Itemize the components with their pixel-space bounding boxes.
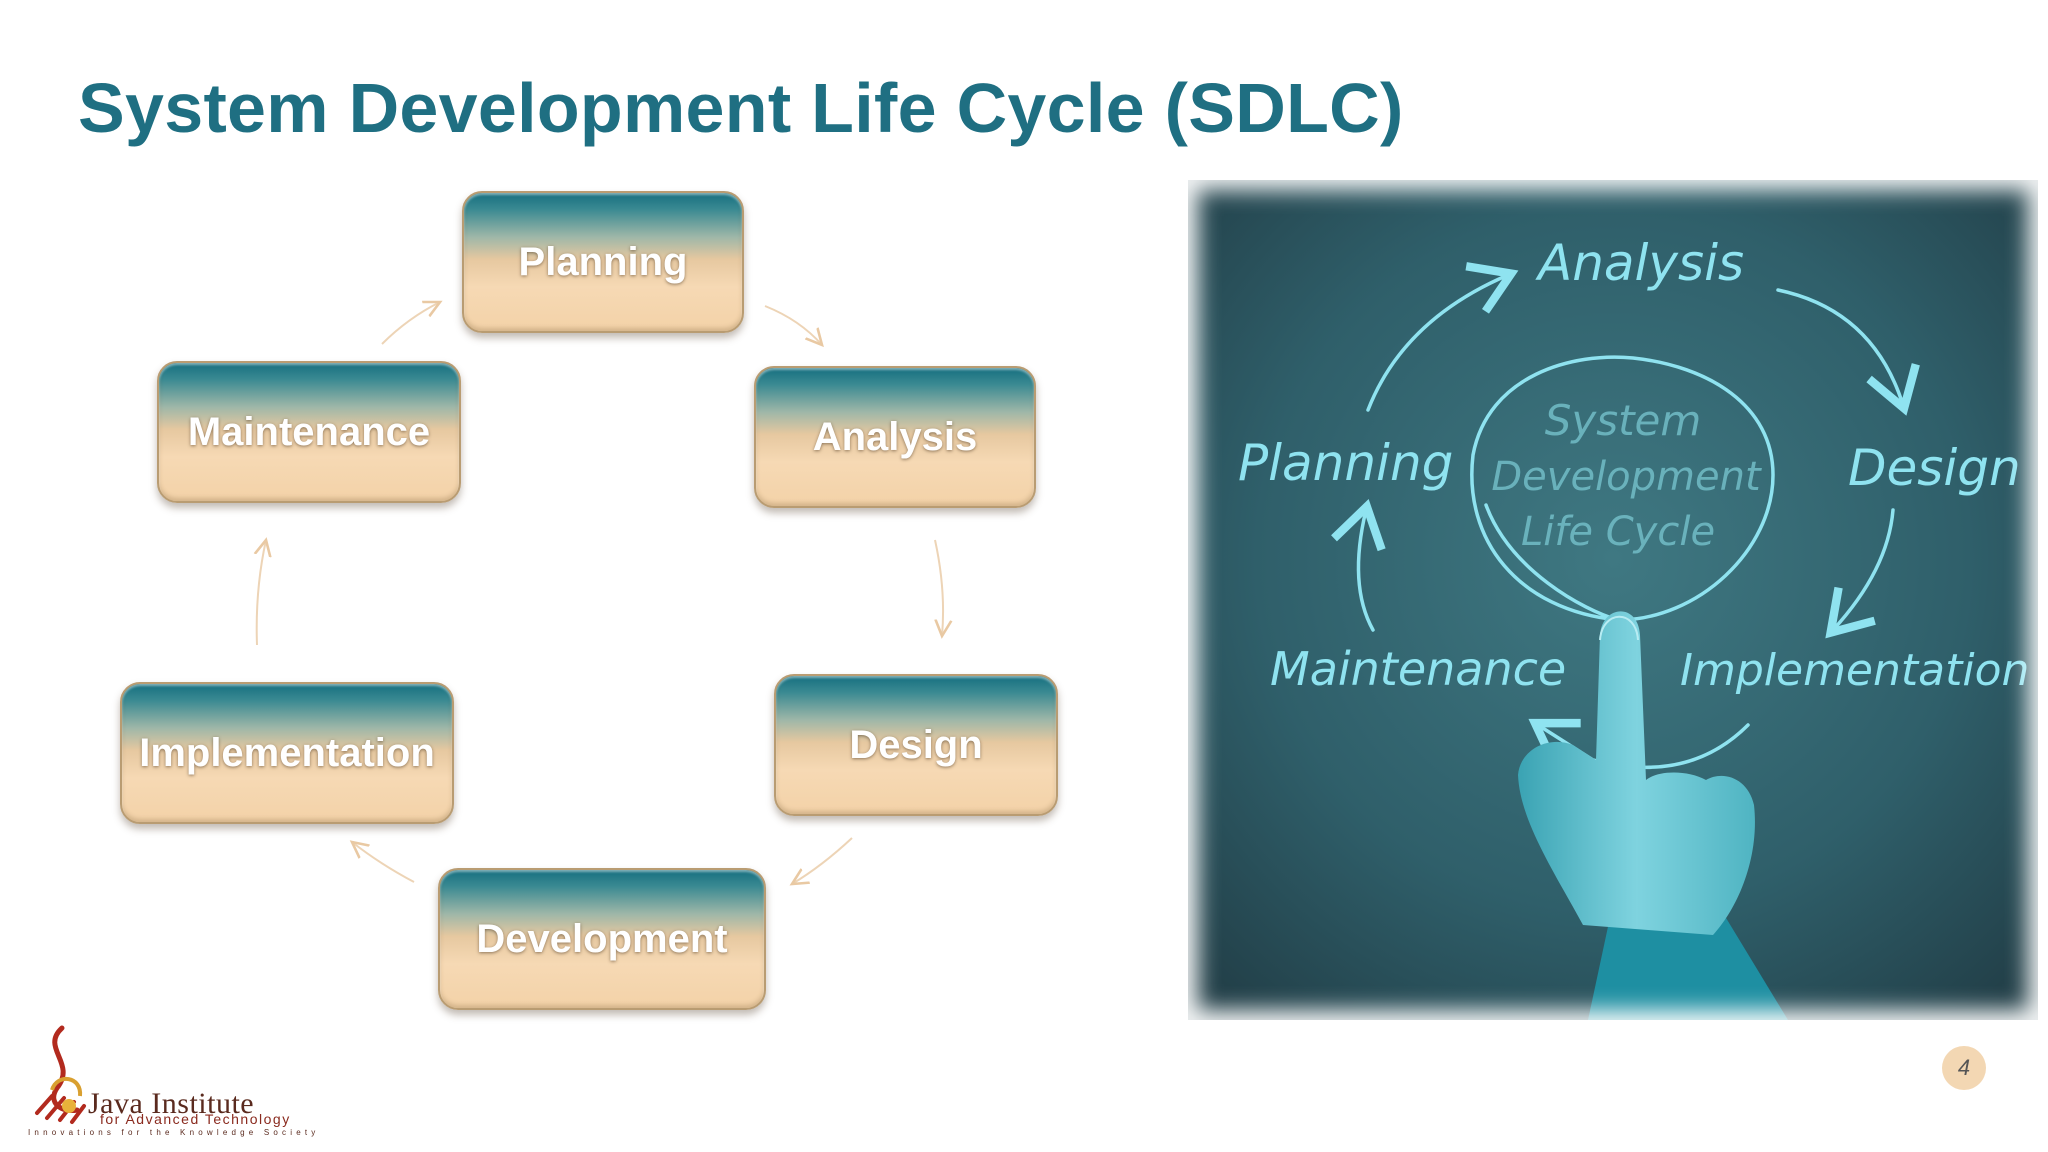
chalk-arrow-planning-analysis <box>1366 275 1508 412</box>
arrow-analysis-design <box>934 539 943 636</box>
sdlc-chalkboard-photo: System Development Life Cycle Analysis D… <box>1188 180 2038 1020</box>
arrow-planning-analysis <box>764 305 822 345</box>
logo-name: Java Institute <box>88 1087 255 1120</box>
page-number: 4 <box>1942 1046 1986 1090</box>
slide-title: System Development Life Cycle (SDLC) <box>78 69 1404 147</box>
chalk-arrow-analysis-design <box>1776 288 1903 405</box>
logo-subtitle: for Advanced Technology <box>100 1111 291 1127</box>
stage-planning: Planning <box>462 191 744 333</box>
logo-tagline: Innovations for the Knowledge Society <box>28 1128 320 1137</box>
pointing-hand <box>1518 611 1788 1020</box>
chalk-label-planning: Planning <box>1238 434 1453 492</box>
chalk-center-line-2: Development <box>1491 454 1762 500</box>
java-institute-logo <box>35 1025 86 1124</box>
arrow-development-implementation <box>352 842 415 883</box>
chalk-arrow-design-implementation <box>1833 508 1895 630</box>
chalk-label-design: Design <box>1848 439 2021 497</box>
cycle-arrows <box>0 0 1180 1040</box>
chalk-label-analysis: Analysis <box>1535 234 1744 292</box>
chalk-label-maintenance: Maintenance <box>1270 642 1566 696</box>
stage-implementation: Implementation <box>120 682 454 824</box>
chalk-center-line-1: System <box>1545 396 1702 445</box>
chalk-center-line-3: Life Cycle <box>1521 509 1715 555</box>
stage-design: Design <box>774 674 1058 816</box>
chalk-label-implementation: Implementation <box>1680 645 2029 696</box>
chalk-arrow-maintenance-planning <box>1358 510 1373 632</box>
stage-development: Development <box>438 868 766 1010</box>
stage-analysis: Analysis <box>754 366 1036 508</box>
stage-maintenance: Maintenance <box>157 361 461 503</box>
arrow-maintenance-planning <box>381 302 440 345</box>
arrow-design-development <box>792 837 853 884</box>
arrow-implementation-maintenance <box>257 540 266 646</box>
